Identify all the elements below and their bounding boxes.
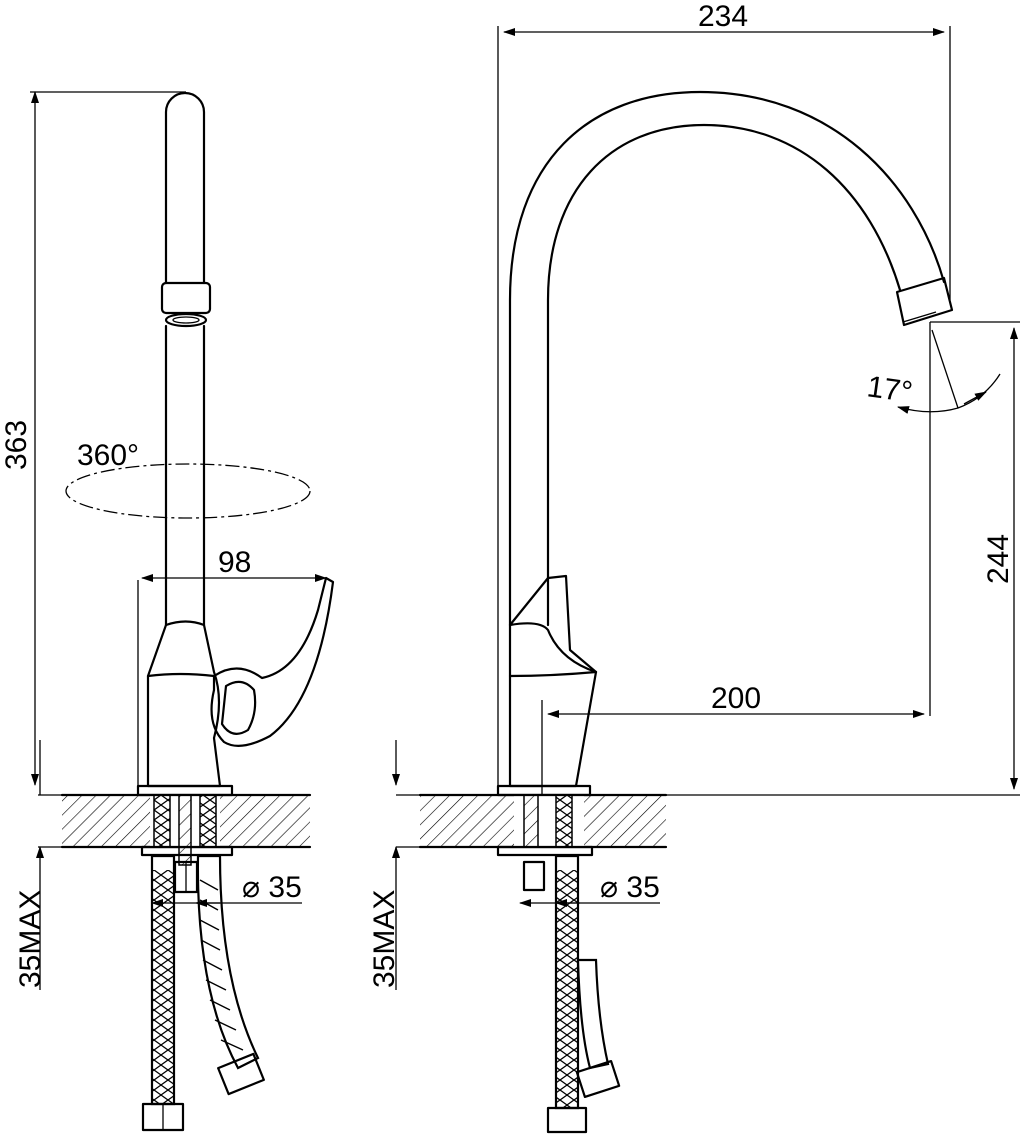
rotation-ellipse bbox=[65, 463, 311, 519]
vertical-spout-left bbox=[160, 91, 212, 627]
spout-height-label: 244 bbox=[982, 534, 1015, 584]
dimension-spout-reach: 200 bbox=[541, 682, 925, 795]
rotation-label: 360° bbox=[77, 439, 139, 472]
goose-neck-spout bbox=[508, 90, 954, 627]
left-view: 360° 363 98 35MAX ⌀ 35 bbox=[0, 91, 335, 1132]
spout-angle-label: 17° bbox=[865, 370, 915, 409]
height-total-label: 363 bbox=[0, 420, 33, 470]
right-view: 234 17° 244 200 35MAX bbox=[368, 0, 1020, 1134]
lever-reach-label: 98 bbox=[218, 546, 251, 579]
faucet-body-left bbox=[136, 576, 335, 797]
hole-diameter-right-label: ⌀ 35 bbox=[600, 871, 660, 904]
dimension-spout-angle: 17° bbox=[865, 321, 1020, 716]
dimension-lever-reach: 98 bbox=[141, 546, 327, 582]
dimension-mount-thickness-right: 35MAX bbox=[368, 740, 401, 990]
mounting-hardware-right bbox=[496, 794, 621, 1134]
dimension-height-total: 363 bbox=[0, 91, 186, 795]
mount-thickness-left-label: 35MAX bbox=[14, 890, 47, 988]
mount-thickness-right-label: 35MAX bbox=[368, 890, 401, 988]
mounting-hardware-left bbox=[140, 794, 265, 1132]
dimension-mount-thickness-left: 35MAX bbox=[14, 846, 47, 990]
countertop-right bbox=[396, 793, 1020, 849]
dimension-width-total: 234 bbox=[497, 0, 951, 795]
dimension-hole-diameter-left: ⌀ 35 bbox=[151, 871, 302, 907]
width-total-label: 234 bbox=[698, 0, 748, 33]
hole-diameter-left-label: ⌀ 35 bbox=[242, 871, 302, 904]
spout-reach-label: 200 bbox=[711, 682, 761, 715]
dimension-hole-diameter-right: ⌀ 35 bbox=[519, 871, 660, 907]
dimension-spout-height: 244 bbox=[982, 327, 1018, 790]
countertop-left bbox=[38, 793, 312, 849]
